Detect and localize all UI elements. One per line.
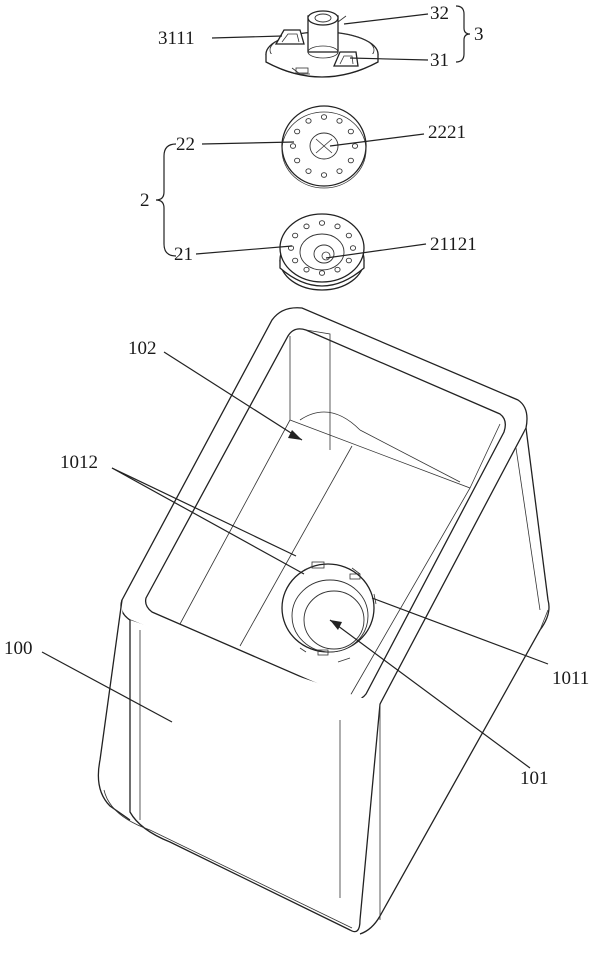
cap-assembly-3 [265,10,379,78]
disc-hole [347,128,354,135]
disc-hole [318,270,326,276]
disc-hole [294,128,301,135]
label-1012: 1012 [60,452,98,473]
disc-hole [351,143,359,149]
label-3111: 3111 [158,28,195,49]
label-102: 102 [128,338,157,359]
label-101: 101 [520,768,549,789]
label-22: 22 [176,134,195,155]
disc-hole [349,245,357,251]
label-2: 2 [140,190,150,211]
label-32: 32 [430,3,449,24]
disc-hole [336,118,343,124]
disc-hole [289,143,297,149]
disc-hole [305,168,312,174]
disc-hole [294,157,301,164]
disc-hole [320,172,328,178]
container-100 [97,307,550,935]
disc-hole [303,223,310,230]
disc-hole [318,220,326,226]
disc-22 [281,105,367,189]
valve-body-21 [279,213,365,291]
disc-hole [334,223,341,230]
disc-hole [345,257,352,264]
leader-lines [41,5,549,769]
label-21: 21 [174,244,193,265]
disc-hole [347,157,354,164]
label-2221: 2221 [428,122,466,143]
disc-hole [292,232,299,239]
disc-hole [336,168,343,174]
disc-hole [305,118,312,124]
label-31: 31 [430,50,449,71]
label-21121: 21121 [430,234,477,255]
label-100: 100 [4,638,33,659]
disc-hole [303,266,310,273]
disc-hole [334,266,341,273]
disc-hole [345,232,352,239]
label-3: 3 [474,24,484,45]
reference-labels: 32 3111 3 31 22 2221 2 21 21121 102 1012… [4,3,589,789]
disc-hole [292,257,299,264]
label-1011: 1011 [552,668,589,689]
disc-hole [320,114,328,120]
